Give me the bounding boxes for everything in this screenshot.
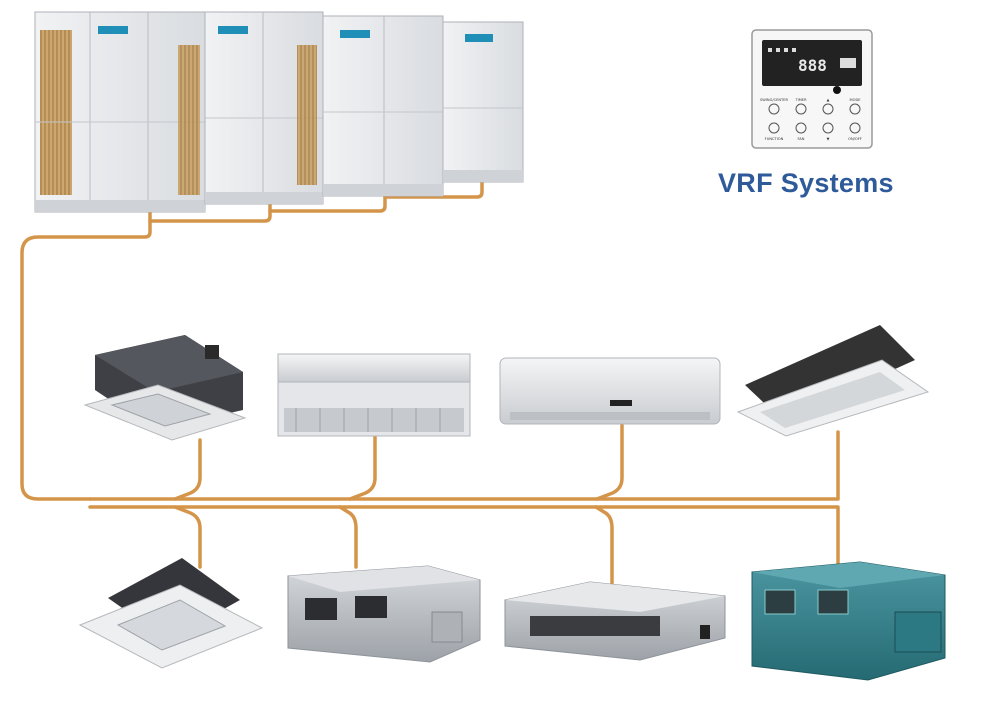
pipe-lower-3 [594,505,614,585]
indoor-unit-high-static-ducted [751,561,946,681]
controller-buttons-row1: SWING/CENTER TIMER ▲ MODE [760,98,862,115]
pipe-lower-1 [173,505,202,569]
ctl-label-up: ▲ [827,98,830,102]
pipe-upper-3 [595,423,624,501]
controller-buttons-row2: FUNCTION FAN ▼ ON/OFF [765,122,862,141]
ctl-label-onoff: ON/OFF [848,137,862,141]
pipe-main-lower [88,505,840,572]
outdoor-module-1 [34,11,206,213]
pipe-main-upper [88,430,840,501]
refrigerant-piping [20,176,840,585]
outdoor-module-3 [322,15,444,197]
indoor-unit-wall-mounted [499,357,721,425]
controller-display: 888 [798,56,827,75]
pipe-upper-2 [348,435,377,501]
indoor-unit-slim-ducted [504,581,726,661]
outdoor-module-4 [442,21,524,183]
wired-controller: 888 SWING/CENTER TIMER ▲ MODE FUNCTION F… [751,29,873,149]
pipe-outdoor-4 [383,176,484,199]
pipe-outdoor-2 [148,196,272,223]
ctl-label-fan: FAN [798,137,805,141]
indoor-unit-ceiling-floor [277,353,471,437]
ctl-label-mode: MODE [850,98,862,102]
indoor-unit-one-way-cassette [736,325,930,437]
indoor-unit-cassette-large [83,335,247,441]
pipe-outdoor-1 [20,208,152,501]
indoor-unit-ducted-medium [287,565,481,663]
diagram-title: VRF Systems [718,168,894,198]
pipe-lower-2 [338,505,358,569]
indoor-unit-four-way-cassette [78,558,264,669]
ctl-label-down: ▼ [827,137,830,141]
pipe-upper-1 [173,438,202,501]
outdoor-unit-bank [34,11,524,213]
ctl-label-swing: SWING/CENTER [760,98,789,102]
outdoor-module-2 [204,11,324,205]
ctl-label-function: FUNCTION [765,137,784,141]
pipe-outdoor-3 [268,188,387,213]
ctl-label-timer: TIMER [794,98,807,102]
